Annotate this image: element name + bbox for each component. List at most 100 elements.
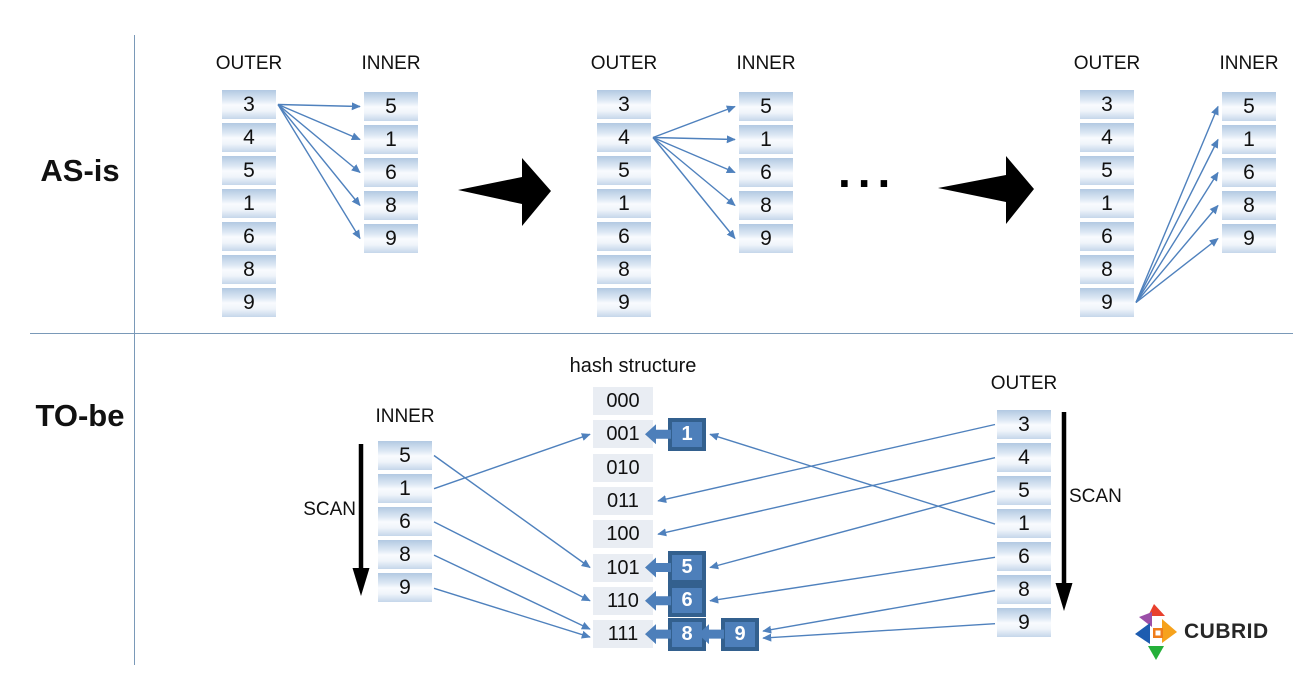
- to-be-outer-cell: 5: [997, 476, 1051, 505]
- section-divider-vertical: [134, 35, 135, 665]
- to-be-outer-cell: 8: [997, 575, 1051, 604]
- outer-cell: 9: [1080, 288, 1134, 317]
- inner-cell: 5: [1222, 92, 1276, 121]
- connector-arrow: [762, 589, 996, 634]
- inner-cell: 6: [364, 158, 418, 187]
- connector-arrow: [657, 423, 996, 503]
- hash-bucket-cell: 100: [593, 520, 653, 549]
- outer-scan-label: SCAN: [1069, 486, 1122, 507]
- outer-cell: 9: [222, 288, 276, 317]
- connector-arrow: [652, 137, 736, 240]
- inner-cell: 9: [739, 224, 793, 253]
- to-be-outer-cell: 6: [997, 542, 1051, 571]
- connector-arrow: [1135, 138, 1219, 303]
- outer-cell: 8: [1080, 255, 1134, 284]
- to-be-inner-cell: 8: [378, 540, 432, 569]
- to-be-outer-cell: 4: [997, 443, 1051, 472]
- to-be-inner-cell: 5: [378, 441, 432, 470]
- chain-value-box: 8: [668, 617, 706, 651]
- inner-cell: 1: [1222, 125, 1276, 154]
- chain-value-box: 9: [721, 617, 759, 651]
- outer-cell: 5: [1080, 156, 1134, 185]
- outer-cell: 9: [597, 288, 651, 317]
- outer-cell: 1: [1080, 189, 1134, 218]
- hash-bucket-cell: 110: [593, 586, 653, 615]
- section-divider-horizontal: [30, 333, 1293, 334]
- hash-bucket-cell: 011: [593, 486, 653, 515]
- connector-arrow: [652, 135, 736, 144]
- inner-cell: 8: [364, 191, 418, 220]
- connector-arrow: [277, 103, 361, 174]
- inner-cell: 9: [1222, 224, 1276, 253]
- inner-cell: 9: [364, 224, 418, 253]
- step-arrow-right: [938, 156, 1034, 224]
- cubrid-logo-text: CUBRID: [1184, 620, 1269, 643]
- inner-column-label: INNER: [361, 53, 421, 74]
- inner-cell: 6: [739, 158, 793, 187]
- outer-cell: 6: [222, 222, 276, 251]
- outer-cell: 3: [222, 90, 276, 119]
- to-be-inner-cell: 9: [378, 573, 432, 602]
- outer-column-label: OUTER: [215, 53, 283, 74]
- outer-cell: 1: [222, 189, 276, 218]
- connector-arrow: [277, 104, 361, 207]
- connector-arrow: [433, 521, 591, 602]
- connector-arrow: [709, 432, 996, 525]
- outer-column-label: OUTER: [1073, 53, 1141, 74]
- as-is-ellipsis: ...: [838, 145, 898, 197]
- connector-arrow: [652, 136, 736, 174]
- outer-cell: 4: [597, 123, 651, 152]
- connector-arrow: [1135, 204, 1219, 303]
- to-be-outer-column-label: OUTER: [990, 373, 1058, 394]
- inner-cell: 6: [1222, 158, 1276, 187]
- inner-cell: 8: [739, 191, 793, 220]
- connector-arrow: [277, 102, 361, 111]
- connector-arrow: [709, 556, 996, 604]
- outer-cell: 6: [597, 222, 651, 251]
- chain-value-box: 6: [668, 584, 706, 618]
- hash-bucket-cell: 000: [593, 387, 653, 415]
- scan-direction-arrow: [1055, 583, 1073, 611]
- inner-cell: 5: [364, 92, 418, 121]
- to-be-inner-cell: 6: [378, 507, 432, 536]
- to-be-inner-cell: 1: [378, 474, 432, 503]
- scan-direction-arrow: [352, 568, 370, 596]
- hash-structure-title: hash structure: [569, 355, 697, 377]
- connector-arrow: [652, 105, 736, 139]
- connector-arrow: [433, 454, 591, 569]
- chain-value-box: 5: [668, 551, 706, 584]
- as-is-section-label: AS-is: [40, 153, 120, 188]
- outer-cell: 3: [597, 90, 651, 119]
- to-be-outer-cell: 9: [997, 608, 1051, 637]
- connector-arrow: [709, 490, 996, 570]
- outer-cell: 8: [222, 255, 276, 284]
- outer-cell: 6: [1080, 222, 1134, 251]
- connector-arrow: [433, 587, 591, 639]
- to-be-outer-cell: 3: [997, 410, 1051, 439]
- inner-cell: 5: [739, 92, 793, 121]
- inner-cell: 1: [739, 125, 793, 154]
- connector-arrow: [1135, 171, 1219, 303]
- hash-bucket-cell: 101: [593, 553, 653, 582]
- to-be-outer-cell: 1: [997, 509, 1051, 538]
- connector-arrow: [652, 136, 736, 207]
- cubrid-logo: CUBRID: [1134, 603, 1269, 661]
- to-be-section-label: TO-be: [35, 398, 125, 433]
- hash-bucket-cell: 111: [593, 620, 653, 649]
- connector-arrow: [657, 457, 996, 537]
- cubrid-logo-icon: [1135, 604, 1177, 660]
- inner-cell: 8: [1222, 191, 1276, 220]
- connector-arrow: [433, 433, 591, 490]
- outer-cell: 3: [1080, 90, 1134, 119]
- step-arrow-right: [458, 158, 551, 226]
- to-be-inner-column-label: INNER: [375, 406, 435, 427]
- connector-arrow: [1135, 105, 1219, 303]
- connector-arrow: [277, 104, 361, 240]
- inner-column-label: INNER: [1219, 53, 1279, 74]
- inner-scan-label: SCAN: [303, 499, 356, 520]
- outer-cell: 4: [1080, 123, 1134, 152]
- outer-cell: 4: [222, 123, 276, 152]
- connector-arrow: [433, 554, 591, 630]
- outer-cell: 1: [597, 189, 651, 218]
